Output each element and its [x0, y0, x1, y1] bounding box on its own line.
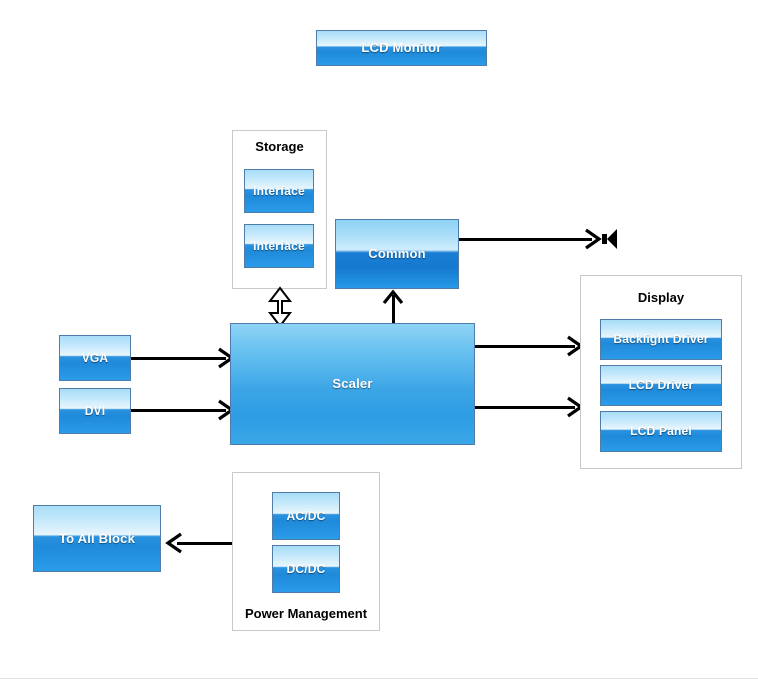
connector-scaler-common-line: [392, 295, 395, 323]
block-dcdc[interactable]: DC/DC: [272, 545, 340, 593]
block-backlight-driver[interactable]: Backlight Driver: [600, 319, 722, 360]
connector-scaler-display-bottom-line: [475, 406, 575, 409]
connector-common-speaker-head: [585, 228, 602, 250]
block-dvi[interactable]: DVI: [59, 388, 131, 434]
block-to-all-block-label: To All Block: [58, 530, 136, 546]
block-backlight-driver-label: Backlight Driver: [613, 332, 709, 347]
block-acdc-label: AC/DC: [286, 508, 326, 523]
speaker-icon: [602, 229, 617, 249]
block-scaler[interactable]: Scaler: [230, 323, 475, 445]
block-to-all-block[interactable]: To All Block: [33, 505, 161, 572]
connector-common-speaker-line: [459, 238, 592, 241]
block-common-label: Common: [368, 246, 426, 262]
connector-scaler-display-top-line: [475, 345, 575, 348]
connector-storage-scaler: [267, 286, 293, 328]
block-vga-label: VGA: [81, 350, 109, 365]
group-power-management-title: Power Management: [244, 606, 368, 621]
block-lcd-driver-label: LCD Driver: [628, 378, 694, 393]
block-lcd-monitor[interactable]: LCD Monitor: [316, 30, 487, 66]
block-lcd-monitor-label: LCD Monitor: [361, 40, 442, 56]
block-interface-1[interactable]: Interface: [244, 169, 314, 213]
block-common[interactable]: Common: [335, 219, 459, 289]
block-interface-2-label: Interface: [253, 238, 305, 253]
block-dcdc-label: DC/DC: [286, 561, 326, 576]
block-lcd-panel[interactable]: LCD Panel: [600, 411, 722, 452]
group-display-title: Display: [637, 290, 685, 305]
block-lcd-panel-label: LCD Panel: [630, 424, 692, 439]
group-storage-title: Storage: [255, 139, 304, 154]
connector-dvi-scaler-line: [131, 409, 226, 412]
connector-vga-scaler-line: [131, 357, 226, 360]
block-vga[interactable]: VGA: [59, 335, 131, 381]
connector-power-toallblock-line: [177, 542, 232, 545]
block-scaler-label: Scaler: [332, 376, 373, 392]
block-dvi-label: DVI: [84, 403, 106, 418]
block-interface-1-label: Interface: [253, 183, 305, 198]
block-lcd-driver[interactable]: LCD Driver: [600, 365, 722, 406]
block-interface-2[interactable]: Interface: [244, 224, 314, 268]
block-acdc[interactable]: AC/DC: [272, 492, 340, 540]
connector-power-toallblock-head: [165, 532, 182, 554]
connector-scaler-common-head: [382, 289, 404, 305]
bottom-divider: [0, 678, 758, 679]
